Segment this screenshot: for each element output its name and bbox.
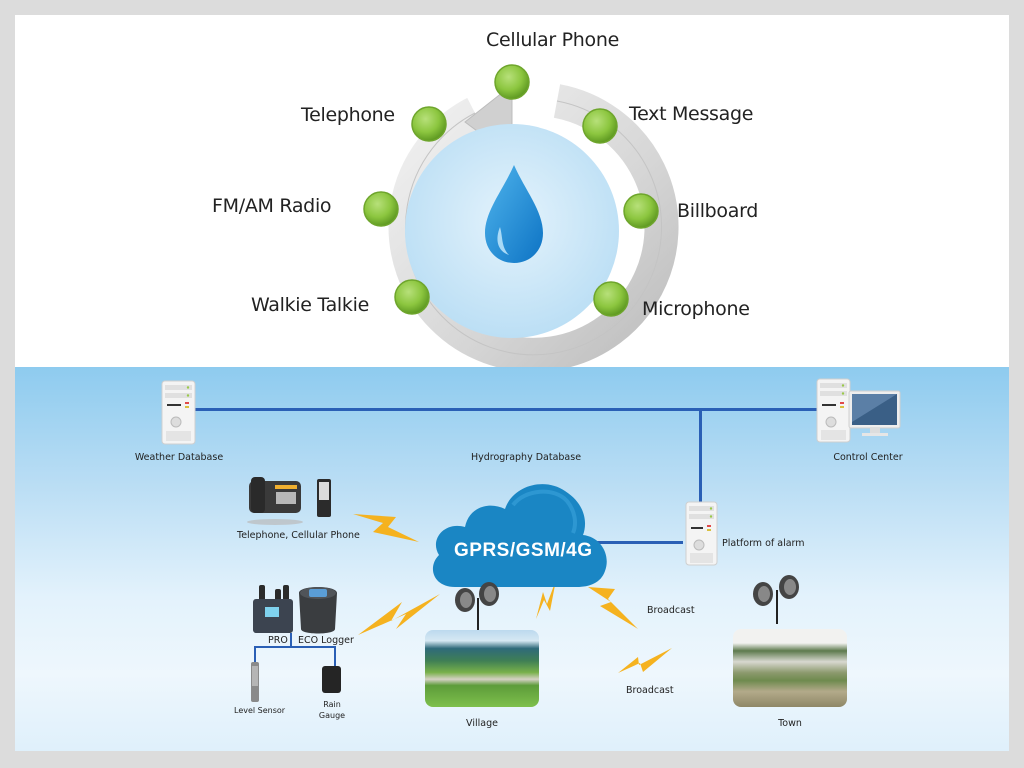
- control-center-icon: [816, 378, 901, 443]
- node-cellular-phone: [494, 64, 530, 100]
- node-telephone: [411, 106, 447, 142]
- rain-gauge-icon: [322, 666, 341, 693]
- alarm-platform-label: Platform of alarm: [722, 538, 805, 549]
- pro-label: PRO: [268, 635, 288, 646]
- node-text-message: [582, 108, 618, 144]
- bolt-broadcast1-icon: [588, 587, 638, 629]
- cloud-label: GPRS/GSM/4G: [454, 540, 593, 561]
- diagram-panel: Cellular Phone Text Message Billboard Mi…: [15, 15, 1009, 751]
- town-loudspeaker-icon: [753, 575, 799, 624]
- telephone-cellphone-icon: [247, 477, 331, 525]
- village-label: Village: [466, 718, 498, 729]
- hydrography-database-label: Hydrography Database: [470, 452, 582, 463]
- communication-cycle-section: Cellular Phone Text Message Billboard Mi…: [15, 15, 1009, 367]
- control-center-label: Control Center: [833, 452, 903, 463]
- broadcast-label-1: Broadcast: [647, 605, 695, 616]
- cloud-network-icon: [432, 484, 607, 587]
- bolt-phones-icon: [353, 514, 419, 542]
- village-loudspeaker-icon: [455, 582, 499, 630]
- bolt-village-icon: [536, 580, 556, 619]
- label-walkie-talkie: Walkie Talkie: [251, 294, 369, 316]
- village-photo: [425, 630, 539, 707]
- rain-gauge-label-2: Gauge: [318, 711, 346, 720]
- cloud-alarm-link: [593, 541, 683, 544]
- bolt-logger-icon: [358, 594, 440, 635]
- alarm-uplink: [699, 408, 702, 538]
- label-text-message: Text Message: [629, 103, 754, 125]
- label-telephone: Telephone: [301, 104, 395, 126]
- weather-database-label: Weather Database: [134, 452, 224, 463]
- broadcast-label-2: Broadcast: [626, 685, 674, 696]
- rain-gauge-label-1: Rain: [323, 700, 341, 709]
- bolt-broadcast2-icon: [618, 648, 672, 673]
- sensor-wire-bus: [254, 646, 335, 648]
- label-cellular-phone: Cellular Phone: [486, 29, 619, 51]
- level-sensor-label: Level Sensor: [234, 706, 286, 715]
- label-billboard: Billboard: [677, 200, 759, 222]
- node-billboard: [623, 193, 659, 229]
- sensor-wire-level: [254, 646, 256, 664]
- telephone-cellphone-label: Telephone, Cellular Phone: [237, 530, 360, 541]
- backbone-link: [193, 408, 833, 411]
- network-section: Weather Database Hydrography Database Co…: [15, 367, 1009, 751]
- node-microphone: [593, 281, 629, 317]
- town-label: Town: [778, 718, 802, 729]
- sensor-wire-rain: [334, 646, 336, 666]
- label-microphone: Microphone: [642, 298, 750, 320]
- level-sensor-icon: [251, 662, 259, 702]
- label-fm-am-radio: FM/AM Radio: [212, 195, 332, 217]
- logger-devices-icon: [253, 585, 337, 634]
- alarm-server-icon: [685, 501, 718, 566]
- node-fm-am-radio: [363, 191, 399, 227]
- sensor-wire-trunk: [290, 633, 292, 647]
- water-drop-icon: [485, 165, 543, 263]
- town-photo: [733, 629, 847, 707]
- node-walkie-talkie: [394, 279, 430, 315]
- lightning-bolts: [353, 514, 672, 673]
- cycle-graphic: [363, 64, 679, 367]
- eco-logger-label: ECO Logger: [298, 635, 354, 646]
- weather-server-icon: [161, 380, 196, 445]
